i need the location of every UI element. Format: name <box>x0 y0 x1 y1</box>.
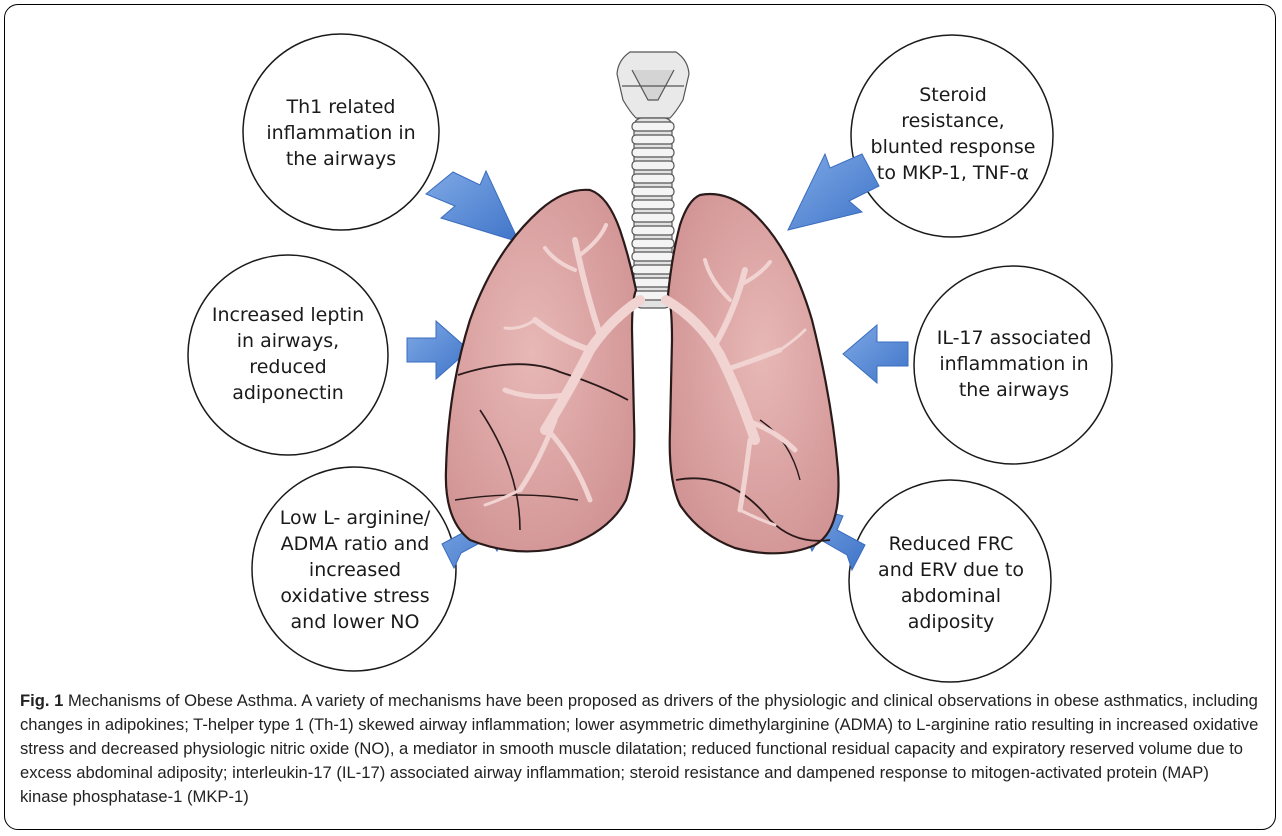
mechanism-top-right: Steroid resistance, blunted response to … <box>870 82 1036 186</box>
mechanism-top-left: Th1 related inflammation in the airways <box>263 94 419 172</box>
caption-text: Mechanisms of Obese Asthma. A variety of… <box>20 691 1258 806</box>
figure-label: Fig. 1 <box>20 691 63 710</box>
mechanism-middle-left: Increased leptin in airways, reduced adi… <box>206 302 370 406</box>
arrow-middle-right <box>843 325 908 383</box>
mechanism-bottom-left: Low L- arginine/ ADMA ratio and increase… <box>274 505 436 635</box>
figure-caption: Fig. 1 Mechanisms of Obese Asthma. A var… <box>20 689 1260 809</box>
left-lung <box>446 190 640 552</box>
arrow-top-right <box>788 154 879 230</box>
mechanism-bottom-right: Reduced FRC and ERV due to abdominal adi… <box>872 531 1030 635</box>
arrow-top-left <box>426 171 519 242</box>
mechanism-middle-right: IL-17 associated inflammation in the air… <box>934 325 1094 403</box>
right-lung <box>666 194 839 553</box>
